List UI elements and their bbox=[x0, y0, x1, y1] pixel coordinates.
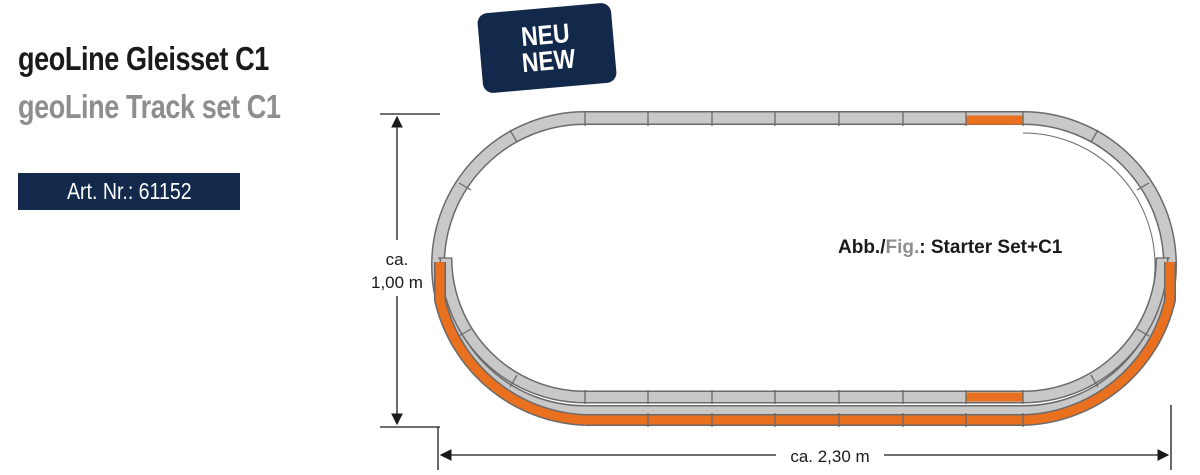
article-number-label: Art. Nr.: 61152 bbox=[66, 178, 192, 204]
caption-sep: / bbox=[880, 237, 886, 258]
figure-caption: Abb./Fig.: Starter Set+C1 bbox=[838, 237, 1063, 258]
article-number-badge: Art. Nr.: 61152 bbox=[18, 173, 240, 210]
height-ca-label: ca. bbox=[386, 250, 409, 269]
outer-track-loop bbox=[430, 111, 1178, 419]
extension-pieces bbox=[434, 115, 1176, 426]
height-dimension bbox=[380, 113, 440, 428]
caption-abb: Abb. bbox=[838, 237, 880, 258]
title-german: geoLine Gleisset C1 bbox=[18, 40, 269, 77]
caption-rest: : Starter Set+C1 bbox=[919, 237, 1063, 258]
width-dimension bbox=[437, 405, 1172, 470]
width-label: ca. 2,30 m bbox=[790, 447, 869, 466]
title-english: geoLine Track set C1 bbox=[18, 88, 281, 125]
inner-track-loop bbox=[439, 132, 1169, 404]
track-joints bbox=[438, 112, 1170, 427]
caption-fig: Fig. bbox=[886, 237, 920, 258]
height-value-label: 1,00 m bbox=[371, 273, 423, 292]
